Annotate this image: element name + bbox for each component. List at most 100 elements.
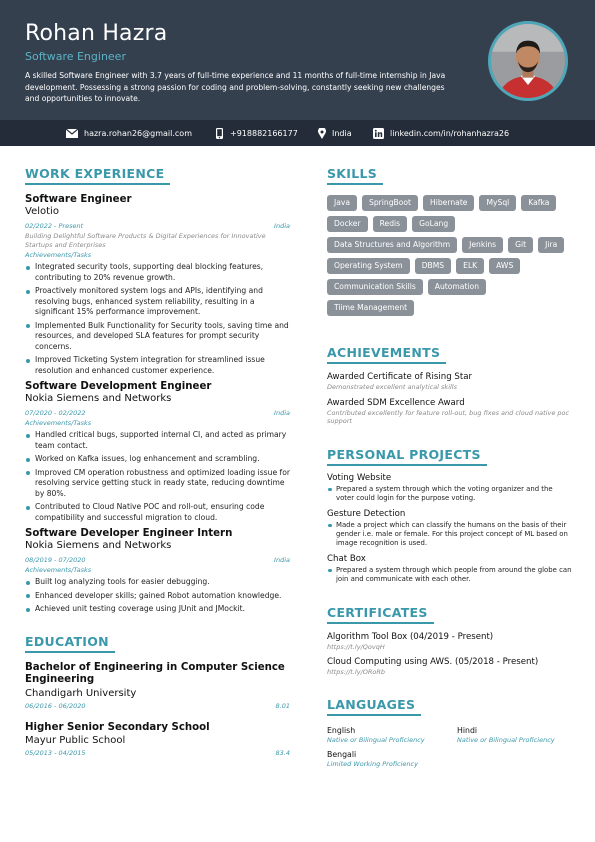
achievement-entry: Awarded SDM Excellence Award Contributed… <box>327 398 572 426</box>
education-score: 83.4 <box>275 749 290 757</box>
candidate-role: Software Engineer <box>25 50 126 63</box>
task-item: Implemented Bulk Functionality for Secur… <box>25 321 290 353</box>
company-description: Building Delightful Software Products & … <box>25 232 266 249</box>
achievement-description: Contributed excellently for feature roll… <box>327 408 570 426</box>
section-title-languages: LANGUAGES <box>327 697 422 716</box>
language-entry: English Native or Bilingual Proficiency <box>327 726 457 744</box>
skill-tag: ELK <box>456 258 485 274</box>
section-title-achievements: ACHIEVEMENTS <box>327 345 447 364</box>
task-item: Proactively monitored system logs and AP… <box>25 286 290 318</box>
tasks-label: Achievements/Tasks <box>25 566 92 574</box>
language-name: Bengali <box>327 749 357 759</box>
skill-tag: Communication Skills <box>327 279 423 295</box>
job-location: India <box>274 222 290 230</box>
achievement-entry: Awarded Certificate of Rising Star Demon… <box>327 372 572 392</box>
task-item: Handled critical bugs, supported interna… <box>25 430 290 451</box>
section-title-certificates: CERTIFICATES <box>327 605 434 624</box>
school-name: Mayur Public School <box>25 735 126 746</box>
education-dates: 05/2013 - 04/2015 <box>25 749 86 757</box>
project-description: Made a project which can classify the hu… <box>327 521 572 548</box>
certificate-title: Algorithm Tool Box (04/2019 - Present) <box>327 631 494 642</box>
skill-tag: Redis <box>372 216 408 232</box>
skill-tag: Operating System <box>327 258 410 274</box>
skill-tag: Data Structures and Algorithm <box>327 237 458 253</box>
skill-tag: SpringBoot <box>362 195 419 211</box>
contact-email[interactable]: hazra.rohan26@gmail.com <box>66 120 192 146</box>
project-description: Prepared a system through which the voti… <box>327 485 572 503</box>
skill-tag: MySql <box>479 195 517 211</box>
achievement-description: Demonstrated excellent analytical skills <box>327 383 458 391</box>
profile-photo <box>488 21 568 101</box>
work-entry: Software Engineer Velotio 02/2022 - Pres… <box>25 194 290 376</box>
certificate-title: Cloud Computing using AWS. (05/2018 - Pr… <box>327 656 539 667</box>
skill-tag: AWS <box>489 258 521 274</box>
task-item: Built log analyzing tools for easier deb… <box>25 577 290 588</box>
job-title: Software Developer Engineer Intern <box>25 528 233 539</box>
skill-tag: Kafka <box>521 195 557 211</box>
email-text: hazra.rohan26@gmail.com <box>84 128 192 138</box>
task-item: Enhanced developer skills; gained Robot … <box>25 591 290 602</box>
education-score: 8.01 <box>275 701 290 710</box>
phone-text: +918882166177 <box>230 128 298 138</box>
job-location: India <box>274 409 290 417</box>
skill-tag: Automation <box>427 279 487 295</box>
skill-tag: Git <box>508 237 534 253</box>
location-pin-icon <box>318 127 326 139</box>
project-title: Voting Website <box>327 472 392 483</box>
skill-tag: Docker <box>327 216 368 232</box>
job-dates: 07/2020 - 02/2022 <box>25 409 86 417</box>
skill-tag: Tiime Management <box>327 300 415 316</box>
right-column: SKILLS Java SpringBoot Hibernate MySql K… <box>327 146 572 768</box>
skill-tag: DBMS <box>414 258 452 274</box>
job-title: Software Development Engineer <box>25 381 212 392</box>
skill-tag: Hibernate <box>423 195 475 211</box>
contact-phone[interactable]: +918882166177 <box>215 120 298 146</box>
education-entry: Higher Senior Secondary School Mayur Pub… <box>25 722 290 758</box>
achievement-title: Awarded Certificate of Rising Star <box>327 372 473 382</box>
section-title-projects: PERSONAL PROJECTS <box>327 447 487 466</box>
resume-header: Rohan Hazra Software Engineer A skilled … <box>0 0 595 120</box>
tasks-label: Achievements/Tasks <box>25 419 92 427</box>
section-title-work: WORK EXPERIENCE <box>25 166 171 185</box>
company-name: Nokia Siemens and Networks <box>25 393 172 404</box>
job-dates: 02/2022 - Present <box>25 222 84 230</box>
tasks-label: Achievements/Tasks <box>25 251 92 259</box>
education-dates: 06/2016 - 06/2020 <box>25 701 86 710</box>
project-title: Chat Box <box>327 553 366 564</box>
skill-tag: Jira <box>538 237 565 253</box>
certificate-link[interactable]: https://t.ly/ORoRb <box>327 667 386 676</box>
achievement-title: Awarded SDM Excellence Award <box>327 397 465 408</box>
project-entry: Voting Website Prepared a system through… <box>327 473 572 503</box>
linkedin-icon <box>373 127 384 139</box>
certificate-entry: Algorithm Tool Box (04/2019 - Present) h… <box>327 632 572 651</box>
languages-list: English Native or Bilingual Proficiency … <box>327 726 572 768</box>
profile-summary: A skilled Software Engineer with 3.7 yea… <box>25 71 446 103</box>
education-entry: Bachelor of Engineering in Computer Scie… <box>25 662 290 710</box>
section-title-education: EDUCATION <box>25 634 115 653</box>
school-name: Chandigarh University <box>25 687 137 699</box>
task-item: Worked on Kafka issues, log enhancement … <box>25 454 290 465</box>
task-item: Improved CM operation robustness and opt… <box>25 468 290 500</box>
contact-linkedin[interactable]: linkedin.com/in/rohanhazra26 <box>373 120 509 146</box>
language-entry: Hindi Native or Bilingual Proficiency <box>457 726 572 744</box>
company-name: Velotio <box>25 206 59 217</box>
skill-tag: Jenkins <box>462 237 504 253</box>
phone-icon <box>216 127 223 139</box>
project-title: Gesture Detection <box>327 508 406 519</box>
language-level: Native or Bilingual Proficiency <box>457 735 555 744</box>
job-location: India <box>274 556 290 564</box>
work-entry: Software Development Engineer Nokia Siem… <box>25 381 290 523</box>
job-dates: 08/2019 - 07/2020 <box>25 556 86 564</box>
certificate-link[interactable]: https://t.ly/QovqH <box>327 642 385 651</box>
language-level: Native or Bilingual Proficiency <box>327 735 425 744</box>
language-entry: Bengali Limited Working Proficiency <box>327 750 457 768</box>
skill-tag: GoLang <box>412 216 456 232</box>
language-name: Hindi <box>457 725 478 735</box>
candidate-name: Rohan Hazra <box>25 21 168 46</box>
company-name: Nokia Siemens and Networks <box>25 540 172 551</box>
project-description: Prepared a system through which people f… <box>327 566 572 584</box>
profile-photo-image <box>491 24 565 98</box>
degree-title: Bachelor of Engineering in Computer Scie… <box>25 661 285 686</box>
project-entry: Gesture Detection Made a project which c… <box>327 509 572 548</box>
task-item: Integrated security tools, supporting de… <box>25 262 290 283</box>
